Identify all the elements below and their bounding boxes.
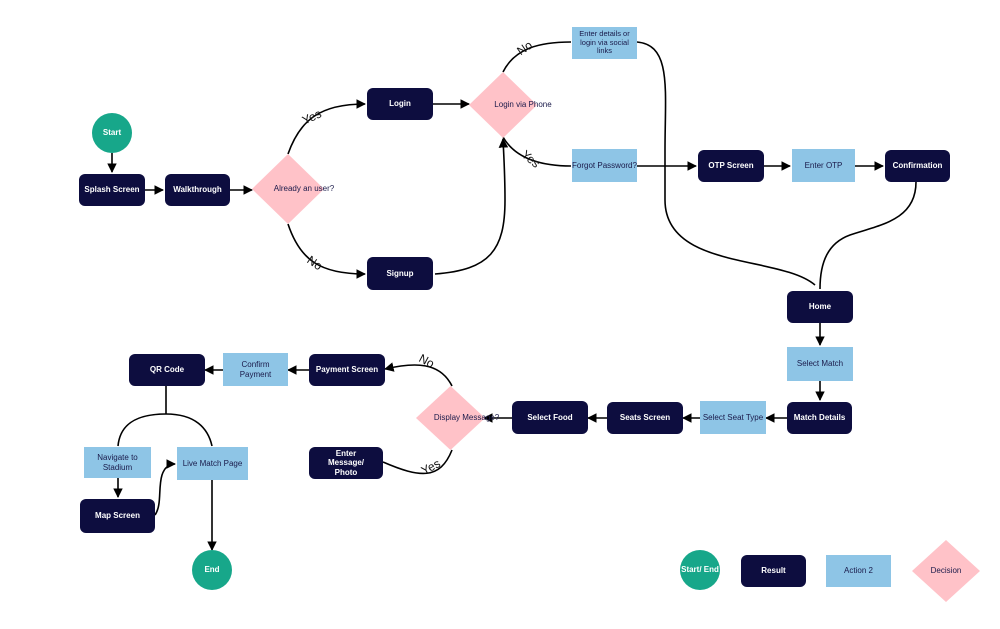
edge-confirmation-home <box>819 181 917 290</box>
select-food-node: Select Food <box>512 401 588 434</box>
legend-decision: Decision <box>912 540 980 602</box>
seats-screen-node: Seats Screen <box>607 402 683 434</box>
login-phone-label: Login via Phone <box>494 100 552 110</box>
legend-action: Action 2 <box>826 555 891 587</box>
start-node: Start <box>92 113 132 153</box>
login-node: Login <box>367 88 433 120</box>
enter-message-node: Enter Message/ Photo <box>309 447 383 479</box>
edge-details-home <box>636 41 816 286</box>
decision-diamond-shape <box>416 386 485 450</box>
edge-phone-details <box>502 41 572 73</box>
legend-start-end: Start/ End <box>680 550 720 590</box>
legend-decision-label: Decision <box>930 566 962 576</box>
enter-otp-node: Enter OTP <box>792 149 855 182</box>
display-message-decision: Display Message? <box>416 386 499 450</box>
decision-diamond-shape <box>469 72 537 138</box>
end-node: End <box>192 550 232 590</box>
confirmation-node: Confirmation <box>885 150 950 182</box>
decision-diamond-shape <box>912 540 980 602</box>
edge-signup-phone <box>434 138 509 275</box>
forgot-password-node: Forgot Password? <box>572 149 637 182</box>
login-phone-decision: Login via Phone <box>469 72 552 138</box>
confirm-payment-node: Confirm Payment <box>223 353 288 386</box>
match-details-node: Match Details <box>787 402 852 434</box>
edge-decision-payment <box>384 362 453 387</box>
map-screen-node: Map Screen <box>80 499 155 533</box>
select-seat-type-node: Select Seat Type <box>700 401 766 434</box>
walkthrough-node: Walkthrough <box>165 174 230 206</box>
home-node: Home <box>787 291 853 323</box>
already-user-decision: Already an user? <box>252 154 334 224</box>
edge-decision-message <box>382 449 453 475</box>
edge-map-live <box>154 459 176 516</box>
legend-result: Result <box>741 555 806 587</box>
already-user-label: Already an user? <box>273 184 335 194</box>
display-message-label: Display Message? <box>433 413 500 423</box>
edge-phone-forgot <box>502 136 572 167</box>
splash-screen-node: Splash Screen <box>79 174 145 206</box>
navigate-stadium-node: Navigate to Stadium <box>84 447 151 478</box>
otp-screen-node: OTP Screen <box>698 150 764 182</box>
qr-code-node: QR Code <box>129 354 205 386</box>
edge-decision-signup <box>287 223 366 279</box>
select-match-node: Select Match <box>787 347 853 381</box>
signup-node: Signup <box>367 257 433 290</box>
live-match-node: Live Match Page <box>177 447 248 480</box>
payment-screen-node: Payment Screen <box>309 354 385 386</box>
edge-decision-login <box>287 99 366 155</box>
enter-details-node: Enter details or login via social links <box>572 27 637 59</box>
decision-diamond-shape <box>252 154 324 224</box>
edge-qr-live <box>165 413 213 447</box>
edge-qr-navigate <box>117 413 167 447</box>
